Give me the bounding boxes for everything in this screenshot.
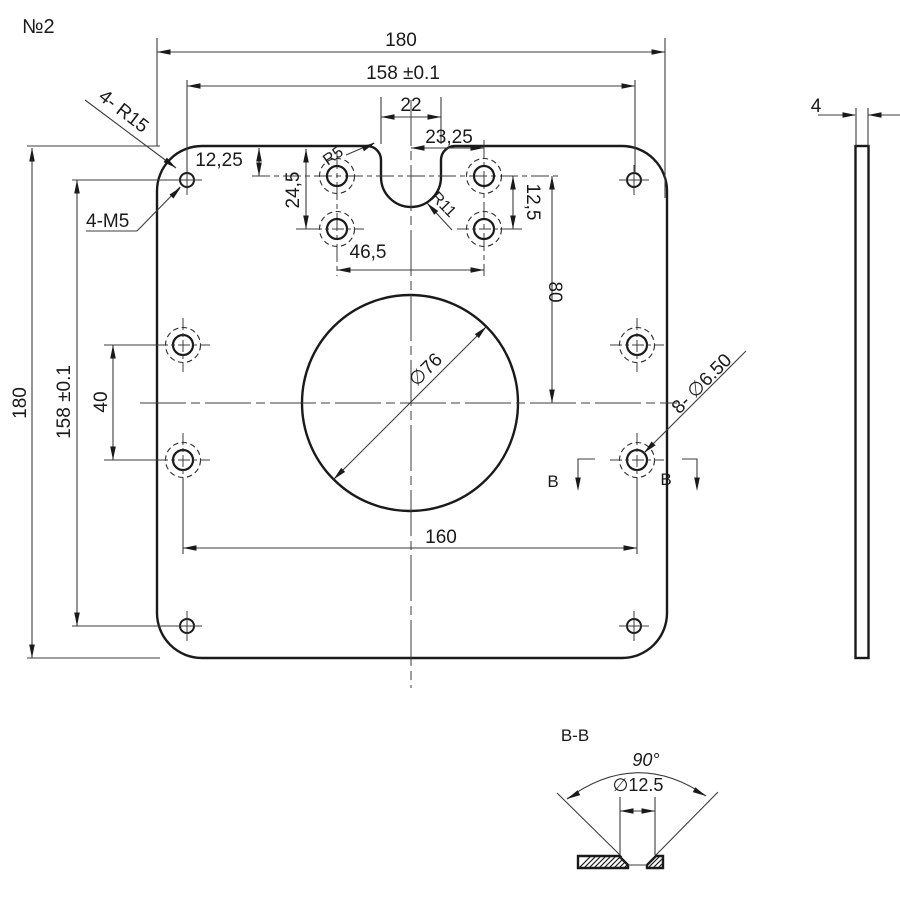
arrowhead [620, 808, 634, 814]
arrowhead [381, 114, 395, 120]
dim-center-to-holes: 80 [544, 281, 565, 302]
arrowhead [337, 267, 351, 273]
dim-edge-to-hole: 12,25 [195, 150, 243, 171]
dim-right-pair: 12,5 [522, 184, 543, 221]
dim-height-holes-left: 158 ±0.1 [54, 365, 75, 439]
section-label-right: B [660, 470, 671, 489]
dim-notch-width: 22 [400, 95, 421, 116]
section-view: B-B 90° ∅12.5 [556, 726, 719, 870]
arrowhead [427, 203, 439, 215]
countersunk-hole [318, 157, 356, 195]
dim-mid-pair: 40 [91, 391, 112, 412]
hatch-line [593, 855, 607, 869]
side-view-outline [854, 144, 870, 660]
angle-arc [566, 772, 707, 800]
hatch-line [603, 855, 617, 869]
arrowhead [694, 477, 700, 491]
hatch-line [578, 855, 592, 869]
dim-left-pair: 24,5 [283, 172, 304, 209]
arrowhead [74, 180, 80, 194]
arrowhead [842, 112, 856, 118]
arrowhead [29, 148, 35, 162]
dim-countersink-angle: 90° [632, 750, 659, 770]
arrowhead [692, 787, 706, 796]
arrowhead [333, 467, 346, 480]
section-title: B-B [561, 726, 589, 745]
section-label-left: B [547, 472, 558, 491]
arrowhead [641, 808, 655, 814]
arrowhead [549, 176, 555, 190]
side-view: 4 [811, 96, 900, 660]
arrowhead [549, 389, 555, 403]
hatch-line [588, 855, 602, 869]
arrowhead [411, 145, 425, 151]
arrowhead [567, 790, 581, 799]
arrowhead [169, 187, 181, 199]
countersunk-hole [465, 157, 503, 195]
section-hatching [578, 855, 664, 869]
arrowhead [110, 446, 116, 460]
dim-pair-span: 46,5 [350, 242, 387, 263]
callout-corner-thread: 4-M5 [86, 211, 129, 232]
arrowhead [74, 612, 80, 626]
dim-notch-to-hole: 23,25 [425, 127, 473, 148]
arrowhead [110, 345, 116, 359]
dim-countersink-dia: ∅12.5 [613, 775, 664, 795]
hatch-line [583, 855, 597, 869]
arrowhead [183, 545, 197, 551]
threaded-hole [619, 165, 649, 195]
arrowhead [510, 215, 516, 229]
arrowhead [510, 176, 516, 190]
arrowhead [868, 112, 882, 118]
part-label: №2 [22, 16, 55, 38]
hatch-line [647, 855, 661, 869]
arrowhead [470, 145, 484, 151]
dim-mid-span: 160 [425, 527, 457, 548]
dim-thickness: 4 [811, 96, 822, 117]
dim-width-top: 180 [385, 30, 417, 51]
countersunk-hole [610, 318, 664, 372]
arrowhead [157, 49, 171, 55]
arrowhead [621, 83, 635, 89]
arrowhead [575, 477, 581, 491]
arrowhead [623, 545, 637, 551]
plate-outline [155, 144, 669, 660]
section-cut-mark-right [682, 458, 698, 478]
arrowhead [163, 157, 176, 168]
section-material-left [576, 854, 630, 870]
arrowhead [303, 215, 309, 229]
dim-width-holes-top: 158 ±0.1 [366, 63, 440, 84]
section-cut-mark-left [577, 458, 595, 478]
arrowhead [651, 49, 665, 55]
arrowhead [644, 441, 656, 453]
arrowhead [470, 267, 484, 273]
dimension-arrowheads [29, 49, 882, 814]
hatch-line [618, 861, 626, 869]
hatch-line [623, 864, 628, 869]
hatch-line [652, 857, 664, 869]
threaded-hole [619, 611, 649, 641]
arrowhead [256, 148, 262, 162]
hatch-line [598, 855, 612, 869]
countersunk-hole [310, 210, 364, 248]
arrowhead [474, 326, 487, 339]
dim-height-left: 180 [10, 387, 31, 419]
hatch-line [613, 859, 623, 869]
centerlines [140, 100, 677, 688]
hatch-line [608, 856, 621, 869]
hatch-line [657, 862, 664, 869]
arrowhead [29, 644, 35, 658]
arrowhead [256, 162, 262, 176]
countersunk-hole [156, 433, 210, 487]
arrowhead [187, 83, 201, 89]
section-material-right [645, 854, 665, 870]
arrowhead [361, 143, 375, 152]
arrowhead [303, 149, 309, 163]
arrowhead [427, 114, 441, 120]
